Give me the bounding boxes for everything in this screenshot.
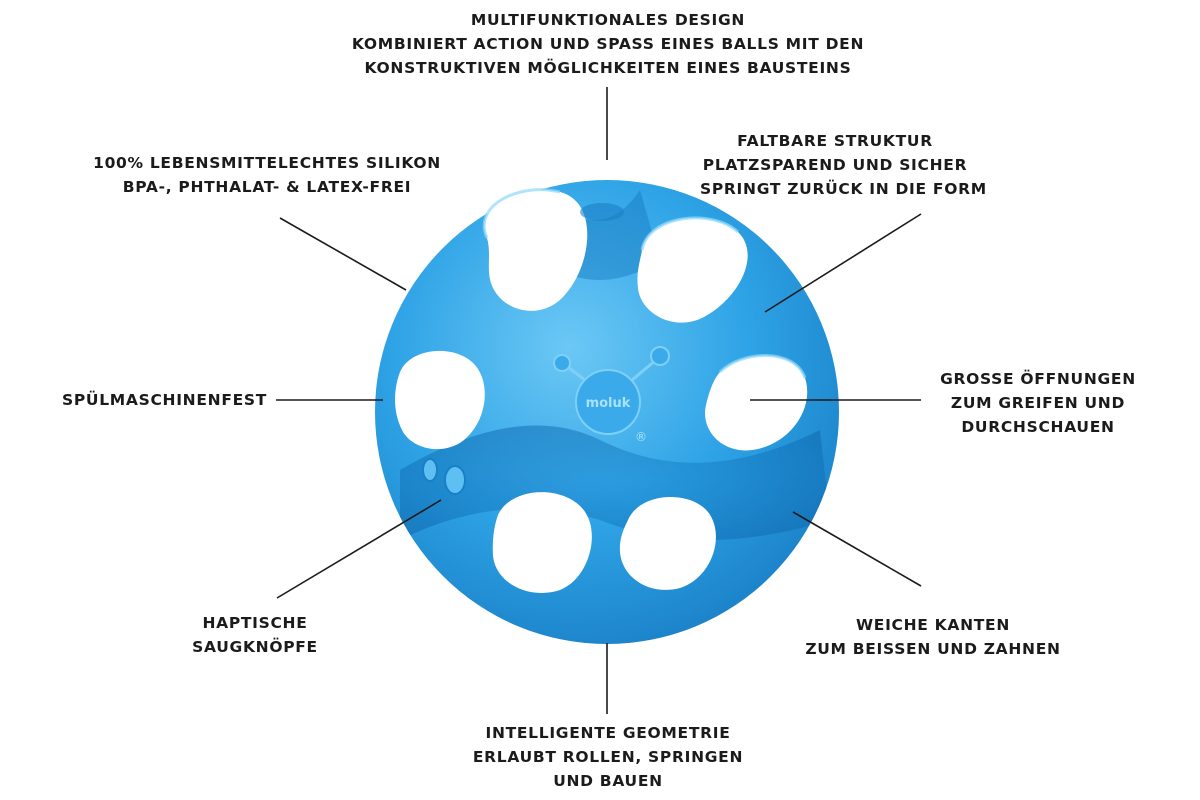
trademark-symbol: ® bbox=[635, 430, 647, 444]
callout-text: ZUM GREIFEN UND bbox=[950, 394, 1126, 412]
callout-text: ZUM BEISSEN UND ZAHNEN bbox=[805, 640, 1061, 658]
callout-text: SPRINGT ZURÜCK IN DIE FORM bbox=[700, 180, 987, 198]
callout-heading: GROSSE ÖFFNUNGEN bbox=[940, 370, 1136, 388]
callout-heading: MULTIFUNKTIONALES DESIGN bbox=[470, 11, 746, 29]
silicone-ball: moluk ® bbox=[375, 180, 839, 644]
callout-haptic-suction-knobs: HAPTISCHE SAUGKNÖPFE bbox=[140, 611, 370, 659]
callout-heading: HAPTISCHE bbox=[202, 614, 308, 632]
callout-food-grade-silicone: 100% LEBENSMITTELECHTES SILIKON BPA-, PH… bbox=[0, 151, 534, 199]
callout-heading: FALTBARE STRUKTUR bbox=[737, 132, 933, 150]
leader-line-top-left bbox=[279, 217, 407, 291]
opening-bottom-right bbox=[619, 497, 716, 590]
callout-multifunctional-design: MULTIFUNKTIONALES DESIGN KOMBINIERT ACTI… bbox=[0, 8, 1200, 80]
suction-knobs bbox=[422, 203, 624, 495]
moluk-logo: moluk ® bbox=[553, 346, 670, 444]
callout-text: KOMBINIERT ACTION UND SPASS EINES BALLS … bbox=[351, 35, 865, 53]
leader-line-top-right bbox=[764, 213, 922, 313]
callout-intelligent-geometry: INTELLIGENTE GEOMETRIE ERLAUBT ROLLEN, S… bbox=[0, 721, 1200, 793]
opening-bottom-left bbox=[492, 492, 592, 593]
callout-text: SAUGKNÖPFE bbox=[192, 638, 318, 656]
callout-heading: WEICHE KANTEN bbox=[856, 616, 1010, 634]
callout-text: BPA-, PHTHALAT- & LATEX-FREI bbox=[122, 178, 412, 196]
callout-large-openings: GROSSE ÖFFNUNGEN ZUM GREIFEN UND DURCHSC… bbox=[930, 367, 1146, 439]
callout-text: UND BAUEN bbox=[553, 772, 663, 790]
callout-text: KONSTRUKTIVEN MÖGLICHKEITEN EINES BAUSTE… bbox=[364, 59, 852, 77]
ball-openings bbox=[395, 189, 808, 593]
callout-text: PLATZSPAREND UND SICHER bbox=[702, 156, 968, 174]
callout-heading: SPÜLMASCHINENFEST bbox=[62, 391, 268, 409]
callout-foldable-structure: FALTBARE STRUKTUR PLATZSPAREND UND SICHE… bbox=[700, 129, 987, 201]
opening-left bbox=[395, 350, 485, 450]
leader-line-bottom-right bbox=[792, 511, 922, 587]
opening-top-right bbox=[637, 217, 748, 323]
callout-heading: 100% LEBENSMITTELECHTES SILIKON bbox=[93, 154, 441, 172]
callout-dishwasher-safe: SPÜLMASCHINENFEST bbox=[62, 388, 267, 412]
callout-text: DURCHSCHAUEN bbox=[961, 418, 1115, 436]
leader-line-bottom-left bbox=[276, 499, 442, 599]
opening-top-left bbox=[484, 189, 588, 311]
opening-right bbox=[705, 355, 808, 451]
callout-heading: INTELLIGENTE GEOMETRIE bbox=[485, 724, 731, 742]
leader-lines bbox=[276, 87, 922, 714]
callout-text: ERLAUBT ROLLEN, SPRINGEN bbox=[472, 748, 744, 766]
callout-soft-edges: WEICHE KANTEN ZUM BEISSEN UND ZAHNEN bbox=[800, 613, 1066, 661]
logo-text: moluk bbox=[586, 396, 631, 411]
